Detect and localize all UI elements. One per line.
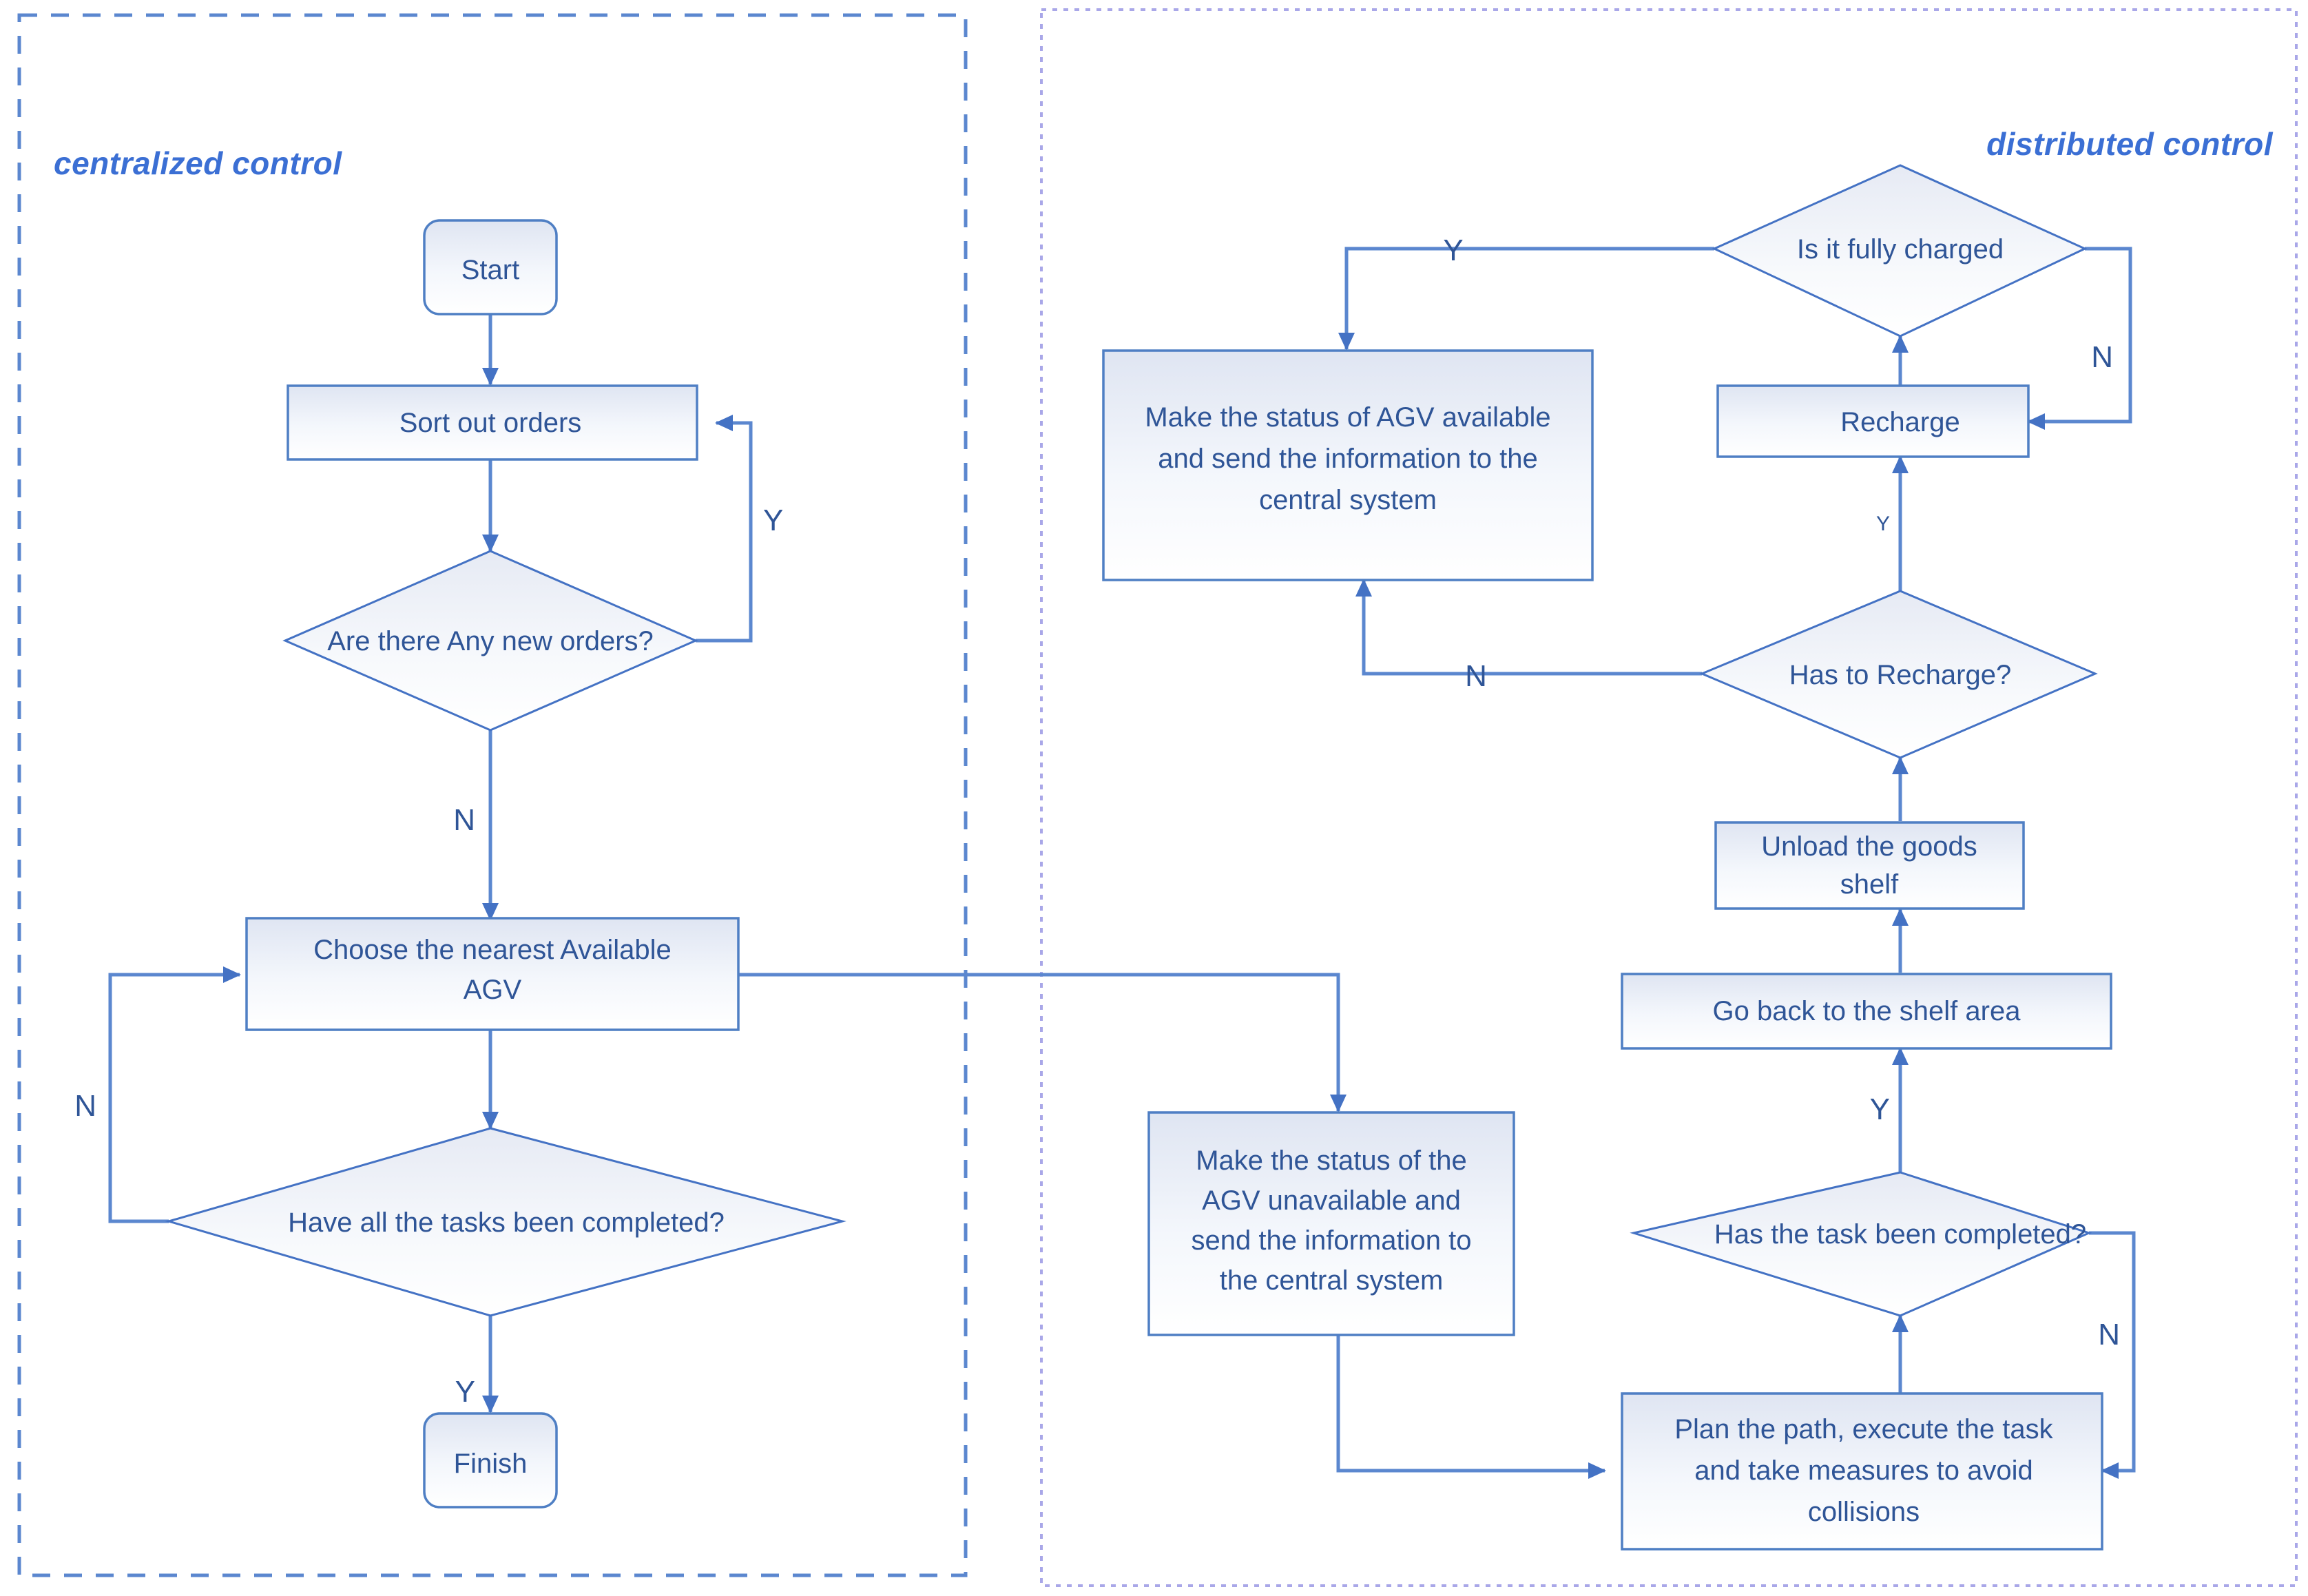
node-make-agv-available-line1: Make the status of AGV available — [1145, 402, 1550, 433]
node-choose-nearest-agv-line2: AGV — [464, 975, 522, 1005]
node-any-new-orders-label: Are there Any new orders? — [327, 626, 654, 656]
edge-label-anynew-no: N — [453, 803, 475, 837]
edge-alldone-no-loop — [108, 966, 241, 1223]
node-sort-out-orders-label: Sort out orders — [399, 408, 582, 438]
edge-label-anynew-yes: Y — [763, 504, 783, 537]
edge-fullycharged-yes — [1338, 247, 1714, 351]
edge-label-hasrecharge-yes: Y — [1876, 512, 1890, 535]
edge-label-alldone-no: N — [74, 1089, 96, 1123]
centralized-control-title: centralized control — [54, 145, 342, 181]
node-make-agv-unavailable-line3: send the information to — [1192, 1225, 1472, 1256]
node-task-completed-label: Has the task been completed? — [1714, 1219, 2086, 1250]
node-make-agv-unavailable-line4: the central system — [1220, 1265, 1444, 1296]
node-recharge-label: Recharge — [1840, 407, 1959, 437]
node-start[interactable]: Start — [423, 219, 558, 315]
edge-label-hasrecharge-no: N — [1465, 659, 1487, 693]
node-task-completed[interactable]: Has the task been completed? — [1630, 1171, 2092, 1317]
node-plan-path[interactable]: Plan the path, execute the task and take… — [1621, 1392, 2103, 1551]
edge-label-taskcompleted-yes: Y — [1870, 1092, 1890, 1126]
edge-label-fullycharged-no: N — [2091, 340, 2113, 374]
edge-chooseagv-to-makeunavailable — [738, 973, 1347, 1112]
edge-taskcompleted-no-loop — [2089, 1231, 2136, 1479]
distributed-control-title: distributed control — [1986, 126, 2274, 162]
node-unload-goods-shelf-line1: Unload the goods — [1761, 831, 1977, 862]
node-start-label: Start — [461, 255, 519, 285]
node-has-to-recharge[interactable]: Has to Recharge? — [1699, 590, 2098, 759]
centralized-control-panel — [17, 13, 968, 1577]
node-choose-nearest-agv[interactable]: Choose the nearest Available AGV — [245, 917, 740, 1031]
edge-fullycharged-no-loop — [2027, 247, 2132, 430]
node-make-agv-unavailable-line1: Make the status of the — [1196, 1146, 1467, 1176]
node-sort-out-orders[interactable]: Sort out orders — [287, 384, 698, 461]
edge-label-alldone-yes: Y — [455, 1375, 475, 1409]
node-recharge[interactable]: Recharge — [1716, 384, 2030, 458]
node-finish[interactable]: Finish — [423, 1412, 558, 1509]
edge-label-taskcompleted-no: N — [2098, 1318, 2120, 1351]
node-make-agv-available[interactable]: Make the status of AGV available and sen… — [1102, 349, 1594, 581]
node-all-tasks-completed[interactable]: Have all the tasks been completed? — [165, 1127, 846, 1317]
edge-hasrecharge-no — [1355, 579, 1702, 676]
distributed-control-panel — [1040, 8, 2298, 1587]
edge-label-fullycharged-yes: Y — [1443, 234, 1463, 267]
node-unload-goods-shelf-line2: shelf — [1840, 869, 1899, 900]
node-is-fully-charged[interactable]: Is it fully charged — [1712, 164, 2088, 338]
node-make-agv-available-line3: central system — [1259, 485, 1437, 515]
node-make-agv-unavailable[interactable]: Make the status of the AGV unavailable a… — [1147, 1111, 1515, 1336]
edge-anynew-yes-loop — [696, 415, 753, 643]
node-all-tasks-completed-label: Have all the tasks been completed? — [288, 1208, 725, 1238]
node-finish-label: Finish — [454, 1449, 528, 1479]
node-unload-goods-shelf[interactable]: Unload the goods shelf — [1714, 821, 2025, 910]
edge-makeunavailable-to-planpath — [1336, 1335, 1606, 1479]
node-has-to-recharge-label: Has to Recharge? — [1789, 660, 2011, 690]
node-make-agv-available-line2: and send the information to the — [1158, 444, 1537, 474]
node-is-fully-charged-label: Is it fully charged — [1797, 234, 2004, 265]
node-plan-path-line3: collisions — [1808, 1497, 1920, 1527]
node-go-back-shelf-area-label: Go back to the shelf area — [1713, 996, 2021, 1026]
node-plan-path-line2: and take measures to avoid — [1694, 1455, 2033, 1486]
node-choose-nearest-agv-line1: Choose the nearest Available — [313, 935, 672, 965]
node-make-agv-unavailable-line2: AGV unavailable and — [1202, 1185, 1461, 1216]
node-any-new-orders[interactable]: Are there Any new orders? — [282, 550, 698, 732]
node-go-back-shelf-area[interactable]: Go back to the shelf area — [1621, 973, 2112, 1050]
node-plan-path-line1: Plan the path, execute the task — [1674, 1414, 2053, 1444]
